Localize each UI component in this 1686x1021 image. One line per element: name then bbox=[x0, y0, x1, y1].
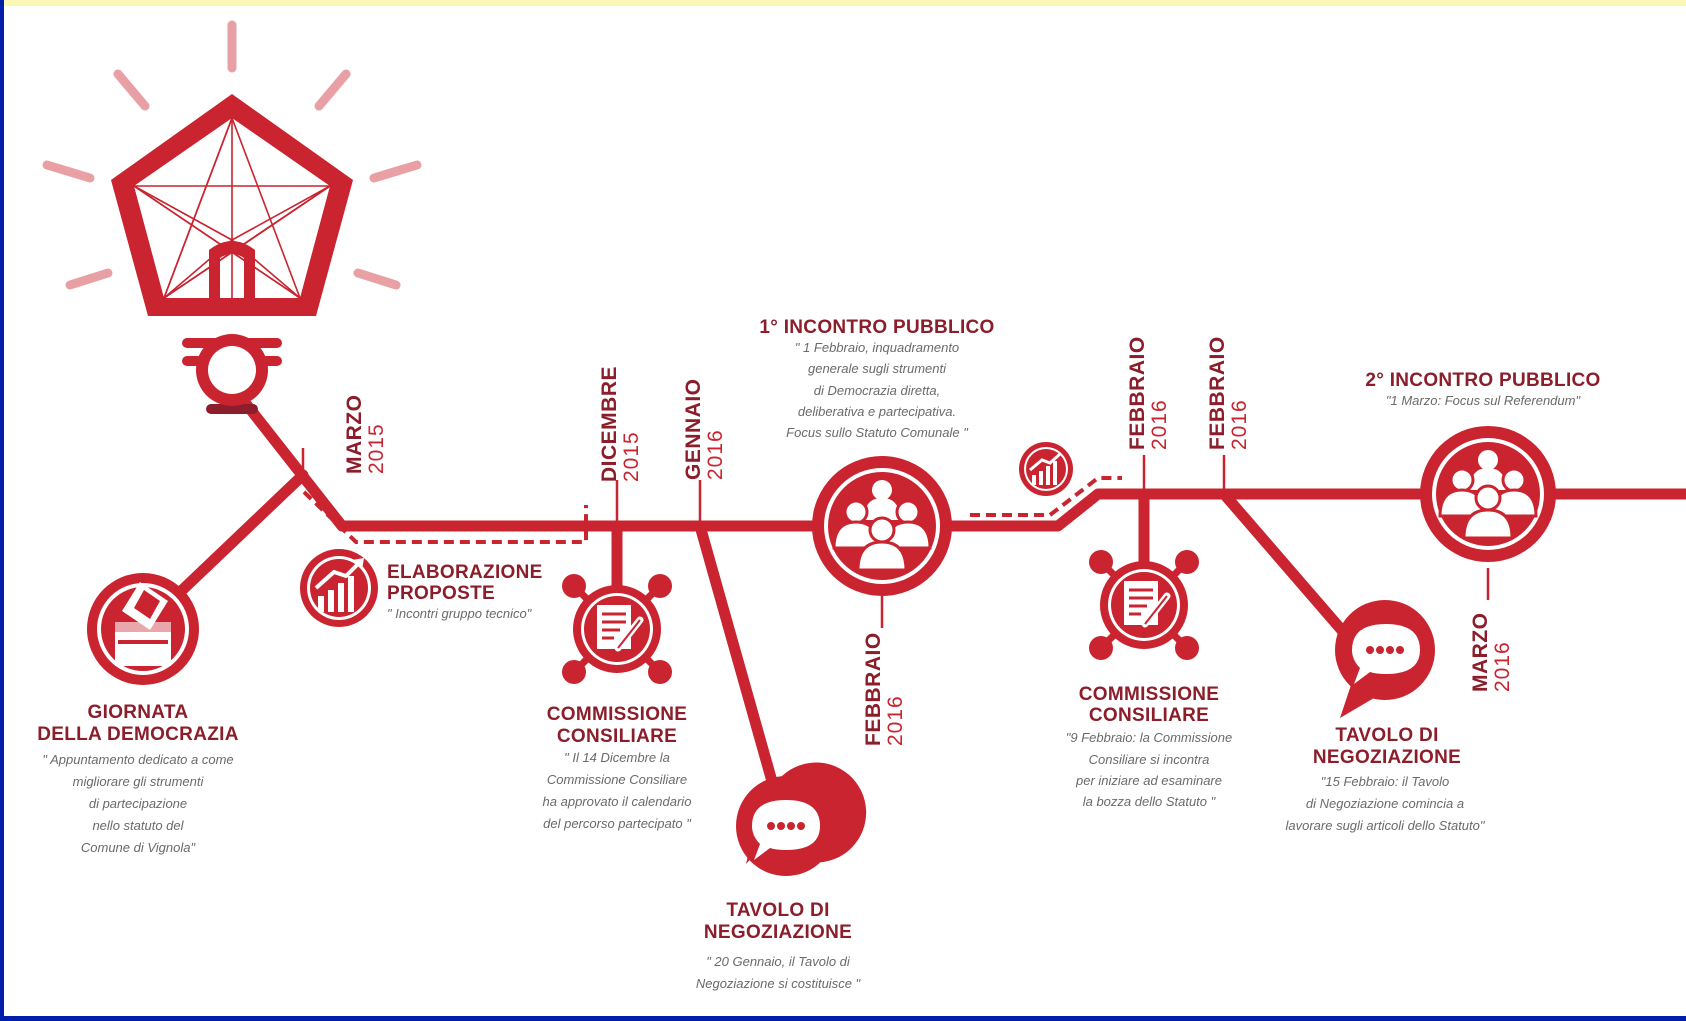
lightbulb-icon bbox=[42, 20, 422, 414]
tavolo1-desc-line: " 20 Gennaio, il Tavolo di bbox=[706, 954, 851, 969]
tavolo2-desc-line: di Negoziazione comincia a bbox=[1306, 796, 1464, 811]
date-marzo-2016: MARZO 2016 bbox=[1469, 613, 1514, 693]
date-month: DICEMBRE bbox=[598, 366, 621, 482]
elaborazione-title-2: PROPOSTE bbox=[387, 583, 495, 604]
date-year: 2016 bbox=[1491, 641, 1514, 692]
document-pen-icon bbox=[1089, 550, 1199, 660]
date-month: FEBBRAIO bbox=[862, 632, 885, 746]
growth-chart-icon bbox=[300, 549, 378, 627]
commissione1-desc-line: del percorso partecipato " bbox=[543, 816, 692, 831]
commissione2-title-1: COMMISSIONE bbox=[1079, 684, 1220, 705]
growth-chart-icon bbox=[1019, 442, 1073, 496]
incontro1-desc-line: di Democrazia diretta, bbox=[814, 383, 940, 398]
incontro2-title: 2° INCONTRO PUBBLICO bbox=[1365, 370, 1600, 391]
date-month: FEBBRAIO bbox=[1206, 336, 1229, 450]
date-month: MARZO bbox=[1469, 613, 1492, 693]
incontro1-title: 1° INCONTRO PUBBLICO bbox=[759, 317, 994, 338]
date-year: 2015 bbox=[365, 423, 388, 474]
giornata-desc: " Appuntamento dedicato a come migliorar… bbox=[42, 752, 233, 855]
date-dicembre-2015: DICEMBRE 2015 bbox=[598, 366, 643, 482]
date-year: 2016 bbox=[704, 429, 727, 480]
speech-bubble-icon bbox=[736, 762, 867, 876]
tavolo2-title-2: NEGOZIAZIONE bbox=[1313, 747, 1461, 768]
date-year: 2015 bbox=[620, 431, 643, 482]
giornata-title-1: GIORNATA bbox=[88, 702, 189, 723]
tavolo1-title-2: NEGOZIAZIONE bbox=[704, 922, 852, 943]
date-year: 2016 bbox=[884, 695, 907, 746]
speech-bubble-icon bbox=[1335, 600, 1435, 718]
giornata-title-2: DELLA DEMOCRAZIA bbox=[37, 724, 238, 745]
date-febbraio-2016-b: FEBBRAIO 2016 bbox=[1126, 336, 1171, 450]
tavolo2-desc-line: "15 Febbraio: il Tavolo bbox=[1321, 774, 1449, 789]
giornata-desc-line: " Appuntamento dedicato a come bbox=[42, 752, 233, 767]
tavolo1-title-1: TAVOLO DI bbox=[726, 900, 829, 921]
commissione1-desc-line: Commissione Consiliare bbox=[547, 772, 687, 787]
people-group-icon bbox=[812, 456, 952, 596]
giornata-desc-line: migliorare gli strumenti bbox=[73, 774, 205, 789]
ballot-box-icon bbox=[87, 573, 199, 685]
date-marzo-2015: MARZO 2015 bbox=[343, 395, 388, 475]
commissione2-desc-line: Consiliare si incontra bbox=[1089, 752, 1210, 767]
date-febbraio-2016-c: FEBBRAIO 2016 bbox=[1206, 336, 1251, 450]
giornata-desc-line: di partecipazione bbox=[89, 796, 187, 811]
commissione2-desc-line: "9 Febbraio: la Commissione bbox=[1066, 730, 1232, 745]
people-group-icon bbox=[1420, 426, 1556, 562]
incontro1-desc-line: deliberativa e partecipativa. bbox=[798, 404, 956, 419]
date-year: 2016 bbox=[1148, 399, 1171, 450]
date-gennaio-2016: GENNAIO 2016 bbox=[682, 378, 727, 480]
incontro1-desc-line: generale sugli strumenti bbox=[808, 361, 947, 376]
giornata-desc-line: nello statuto del bbox=[92, 818, 184, 833]
top-strip bbox=[0, 0, 1686, 6]
date-febbraio-2016-a: FEBBRAIO 2016 bbox=[862, 632, 907, 746]
tavolo1-desc-line: Negoziazione si costituisce " bbox=[696, 976, 862, 991]
timeline-line bbox=[170, 380, 1686, 798]
commissione2-title-2: CONSILIARE bbox=[1089, 705, 1209, 726]
dashed-connectors bbox=[302, 476, 1122, 544]
commissione1-title-2: CONSILIARE bbox=[557, 726, 677, 747]
elaborazione-title-1: ELABORAZIONE bbox=[387, 562, 543, 583]
date-month: GENNAIO bbox=[682, 378, 705, 480]
incontro2-desc: "1 Marzo: Focus sul Referendum" bbox=[1386, 393, 1582, 408]
commissione2-desc-line: per iniziare ad esaminare bbox=[1075, 773, 1222, 788]
commissione2-desc-line: la bozza dello Statuto " bbox=[1083, 794, 1217, 809]
incontro1-desc-line: Focus sullo Statuto Comunale " bbox=[786, 425, 969, 440]
tavolo2-title-1: TAVOLO DI bbox=[1335, 725, 1438, 746]
tavolo2-desc-line: lavorare sugli articoli dello Statuto" bbox=[1286, 818, 1486, 833]
date-month: FEBBRAIO bbox=[1126, 336, 1149, 450]
document-pen-icon bbox=[562, 574, 672, 684]
commissione1-desc-line: " Il 14 Dicembre la bbox=[564, 750, 670, 765]
elaborazione-desc: " Incontri gruppo tecnico" bbox=[387, 606, 533, 621]
left-border bbox=[0, 0, 4, 1016]
giornata-desc-line: Comune di Vignola" bbox=[81, 840, 197, 855]
date-year: 2016 bbox=[1228, 399, 1251, 450]
commissione1-title-1: COMMISSIONE bbox=[547, 704, 688, 725]
incontro1-desc-line: " 1 Febbraio, inquadramento bbox=[795, 340, 959, 355]
commissione1-desc-line: ha approvato il calendario bbox=[543, 794, 692, 809]
date-month: MARZO bbox=[343, 395, 366, 475]
